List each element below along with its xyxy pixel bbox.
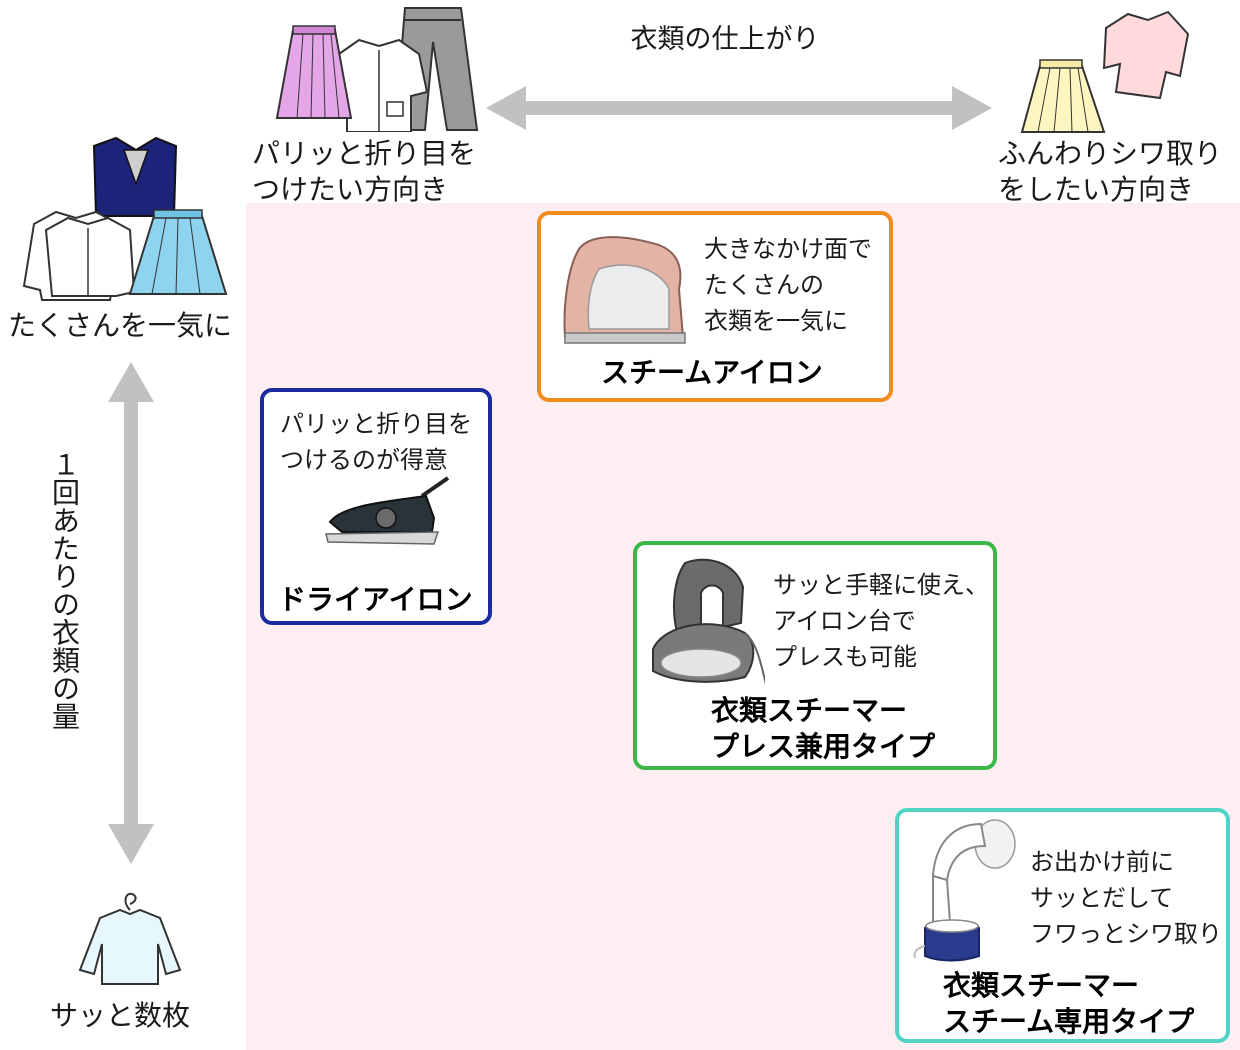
handheld-steamer-desc-line1: お出かけ前に — [1030, 848, 1174, 876]
steam-iron-name: スチームアイロン — [601, 356, 823, 389]
x-left-line1: パリッと折り目を — [252, 137, 477, 170]
card-press-steamer: サッと手軽に使え、 アイロン台で プレスも可能 衣類スチーマー プレス兼用タイプ — [633, 541, 997, 770]
press-steamer-icon — [652, 558, 765, 685]
press-steamer-desc: サッと手軽に使え、 アイロン台で プレスも可能 — [773, 567, 989, 675]
press-steamer-name: 衣類スチーマー プレス兼用タイプ — [711, 693, 935, 765]
jacket-shirts-skirt-icon — [22, 136, 228, 301]
steam-iron-desc-line1: 大きなかけ面で — [704, 235, 872, 263]
card-steam-iron: 大きなかけ面で たくさんの 衣類を一気に スチームアイロン — [537, 211, 893, 402]
x-left-pole-label: パリッと折り目を つけたい方向き — [252, 136, 512, 208]
steam-iron-desc-line3: 衣類を一気に — [704, 307, 848, 335]
handheld-steamer-desc-line2: サッとだして — [1030, 884, 1174, 912]
x-right-pole-label: ふんわりシワ取り をしたい方向き — [998, 136, 1238, 208]
handheld-steamer-desc-line3: フワっとシワ取り — [1030, 920, 1222, 948]
horizontal-double-arrow — [486, 86, 992, 130]
skirt-sweater-icon — [1020, 10, 1190, 133]
dry-iron-desc: パリッと折り目を つけるのが得意 — [280, 406, 472, 478]
x-axis-title: 衣類の仕上がり — [630, 24, 820, 55]
handheld-steamer-desc: お出かけ前に サッとだして フワっとシワ取り — [1030, 844, 1222, 952]
y-bottom-pole-label: サッと数枚 — [50, 999, 191, 1032]
handheld-steamer-name: 衣類スチーマー スチーム専用タイプ — [943, 968, 1194, 1040]
card-dry-iron: パリッと折り目を つけるのが得意 ドライアイロン — [260, 388, 492, 625]
vertical-double-arrow — [108, 362, 154, 864]
shirt-on-hanger-icon — [78, 892, 182, 985]
steam-iron-desc-line2: たくさんの — [704, 271, 824, 299]
press-steamer-desc-line3: プレスも可能 — [773, 643, 917, 671]
dry-iron-icon — [325, 476, 450, 545]
steam-iron-icon — [563, 236, 686, 344]
press-steamer-name-line2: プレス兼用タイプ — [711, 730, 936, 763]
handheld-steamer-icon — [913, 819, 1016, 962]
handheld-steamer-name-line1: 衣類スチーマー — [943, 969, 1140, 1002]
y-axis-title: １回あたりの衣類の量 — [48, 450, 81, 730]
press-steamer-desc-line1: サッと手軽に使え、 — [773, 571, 989, 599]
x-right-line1: ふんわりシワ取り — [998, 137, 1223, 170]
handheld-steamer-name-line2: スチーム専用タイプ — [943, 1005, 1195, 1038]
press-steamer-name-line1: 衣類スチーマー — [711, 694, 908, 727]
x-left-line2: つけたい方向き — [252, 173, 449, 206]
y-top-pole-label: たくさんを一気に — [8, 309, 233, 342]
x-right-line2: をしたい方向き — [998, 173, 1195, 206]
dry-iron-name: ドライアイロン — [278, 583, 473, 616]
card-handheld-steamer: お出かけ前に サッとだして フワっとシワ取り 衣類スチーマー スチーム専用タイプ — [895, 808, 1230, 1043]
press-steamer-desc-line2: アイロン台で — [773, 607, 916, 635]
skirt-shirt-pants-icon — [275, 7, 479, 132]
dry-iron-desc-line1: パリッと折り目を — [280, 410, 472, 438]
steam-iron-desc: 大きなかけ面で たくさんの 衣類を一気に — [704, 231, 872, 339]
dry-iron-desc-line2: つけるのが得意 — [280, 446, 448, 474]
